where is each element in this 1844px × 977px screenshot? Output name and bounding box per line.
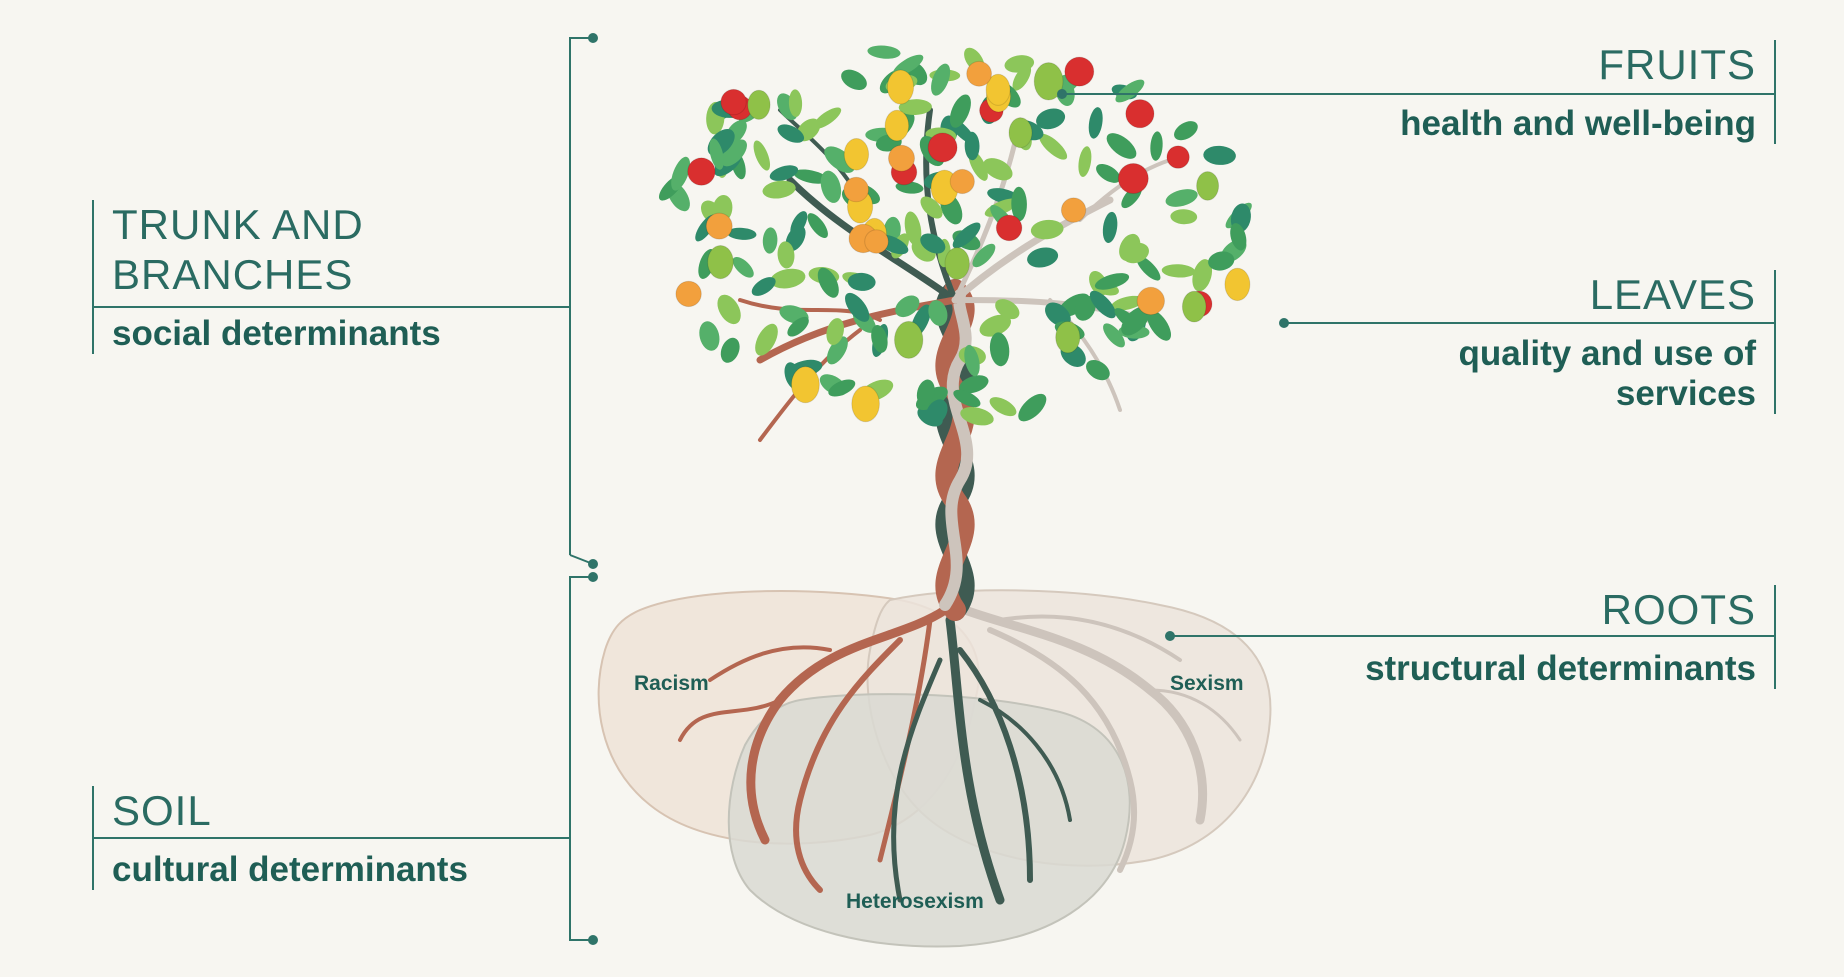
- leaf: [1101, 211, 1119, 244]
- leaves-label: LEAVES quality and use of services: [1156, 270, 1776, 414]
- soil-label: SOIL cultural determinants: [92, 786, 552, 890]
- fruit: [895, 321, 923, 358]
- fruit: [1167, 146, 1189, 168]
- fruit: [688, 158, 715, 185]
- fruit: [844, 177, 869, 202]
- fruit: [1009, 118, 1032, 148]
- fruit: [885, 110, 909, 141]
- fruit: [950, 169, 974, 193]
- leaf: [713, 291, 746, 329]
- fruit: [721, 89, 746, 114]
- fruit: [996, 215, 1022, 241]
- fruit: [676, 281, 701, 306]
- fruits-subheading: health and well-being: [1156, 104, 1756, 144]
- leaf: [1076, 145, 1093, 178]
- leaf: [1170, 209, 1197, 225]
- fruit: [887, 70, 913, 104]
- fruit: [748, 90, 770, 119]
- roots-subheading: structural determinants: [1106, 649, 1756, 689]
- soil-subheading: cultural determinants: [112, 850, 552, 890]
- roots-label: ROOTS structural determinants: [1106, 585, 1776, 689]
- leaf: [729, 253, 757, 281]
- fruit: [792, 367, 820, 403]
- fruit: [844, 139, 868, 171]
- fruit: [706, 213, 732, 239]
- leaf: [867, 44, 901, 60]
- trunk-bracket: [570, 38, 593, 555]
- soil-bracket: [570, 577, 593, 940]
- fruit: [945, 248, 969, 280]
- fruits-label: FRUITS health and well-being: [1156, 40, 1776, 144]
- fruit: [1118, 164, 1148, 194]
- trunk-heading-line1: TRUNK AND: [112, 200, 552, 250]
- fruit: [1065, 57, 1094, 86]
- leaves-subheading-line1: quality and use of: [1156, 334, 1756, 374]
- soil-heading: SOIL: [112, 786, 552, 836]
- fruit: [967, 61, 992, 86]
- leaf: [988, 331, 1011, 367]
- leaf: [1164, 186, 1200, 210]
- leaf: [696, 319, 722, 353]
- fruit: [928, 133, 957, 162]
- leaf: [1102, 128, 1140, 163]
- fruits-heading: FRUITS: [1156, 40, 1756, 90]
- fruit: [889, 145, 915, 171]
- soil-label-racism: Racism: [634, 672, 709, 696]
- leaf: [1014, 389, 1051, 426]
- fruit: [1197, 172, 1219, 201]
- leaf: [810, 104, 844, 133]
- fruit: [1056, 322, 1080, 353]
- leaves-heading: LEAVES: [1156, 270, 1756, 320]
- fruit: [708, 246, 734, 279]
- leaf: [762, 227, 778, 254]
- trunk-subheading: social determinants: [112, 314, 552, 354]
- leaf: [1203, 145, 1237, 166]
- roots-heading: ROOTS: [1106, 585, 1756, 635]
- fruit: [865, 230, 889, 254]
- fruit: [1126, 100, 1154, 128]
- trunk-heading-line2: BRANCHES: [112, 250, 552, 300]
- soil-label-heterosexism: Heterosexism: [846, 890, 984, 914]
- leaf: [1087, 106, 1105, 139]
- fruit: [1061, 198, 1085, 222]
- trunk: [945, 290, 967, 610]
- leaf: [838, 65, 871, 94]
- leaf: [717, 335, 743, 366]
- leaf: [750, 138, 773, 172]
- fruit: [852, 386, 880, 422]
- leaves-subheading-line2: services: [1156, 374, 1756, 414]
- leaf: [1025, 245, 1060, 271]
- trunk-label: TRUNK AND BRANCHES social determinants: [92, 200, 552, 354]
